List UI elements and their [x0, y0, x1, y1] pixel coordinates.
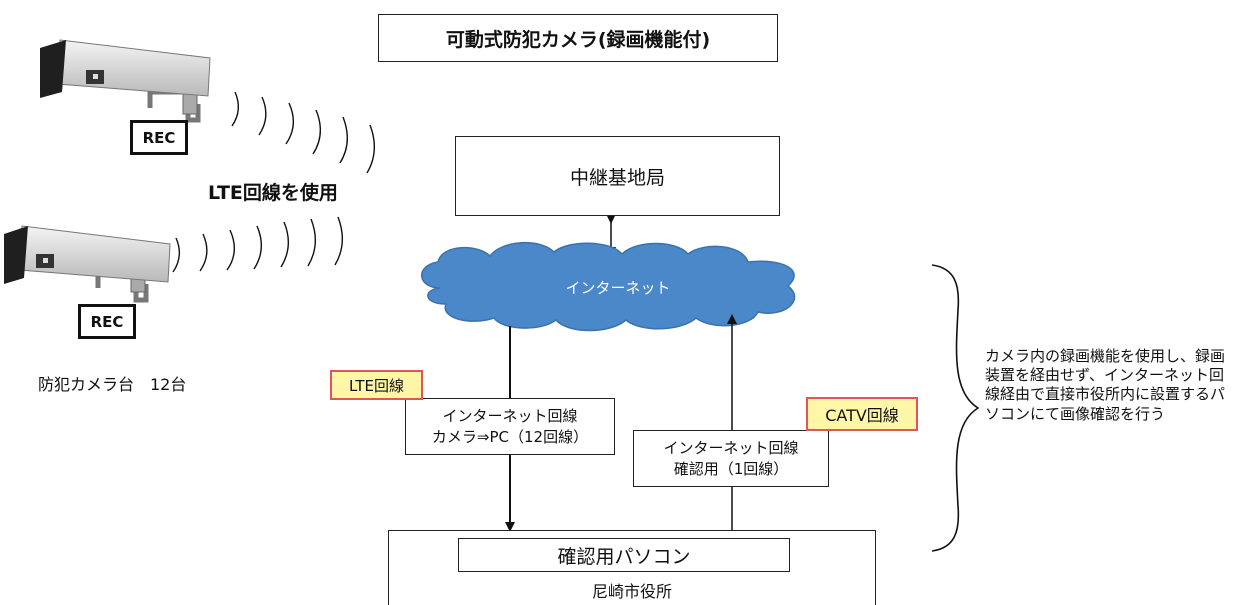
city-hall-label: 尼崎市役所: [591, 582, 672, 601]
camera-count-label: 防犯カメラ台 12台: [38, 375, 187, 394]
catv-line-text: インターネット回線: [663, 439, 799, 458]
relay-station-box: 中継基地局: [455, 136, 780, 216]
description-note: カメラ内の録画機能を使用し、録画装置を経由せず、インターネット回線経由で直接市役…: [985, 347, 1226, 423]
lte-usage-label: LTE回線を使用: [208, 182, 338, 204]
lte-line-box: インターネット回線 カメラ⇒PC（12回線）: [405, 398, 615, 455]
page-title: 可動式防犯カメラ(録画機能付): [378, 14, 778, 62]
internet-cloud: [420, 241, 796, 332]
rec-badge: REC: [130, 120, 188, 155]
internet-label: インターネット: [565, 279, 671, 297]
security-camera-icon: [40, 39, 211, 123]
catv-tag: CATV回線: [806, 397, 918, 431]
radio-waves-top: [231, 91, 375, 174]
security-camera-icon: [4, 225, 171, 303]
lte-line-text: インターネット回線: [442, 407, 578, 426]
radio-waves-bottom: [172, 216, 343, 273]
curly-brace: [931, 264, 980, 552]
lte-tag: LTE回線: [330, 370, 423, 400]
rec-badge: REC: [78, 304, 136, 339]
lte-line-text: カメラ⇒PC（12回線）: [431, 427, 589, 446]
catv-line-box: インターネット回線 確認用（1回線）: [633, 430, 829, 487]
catv-line-text: 確認用（1回線）: [673, 459, 789, 478]
pc-box: 確認用パソコン: [458, 538, 790, 572]
